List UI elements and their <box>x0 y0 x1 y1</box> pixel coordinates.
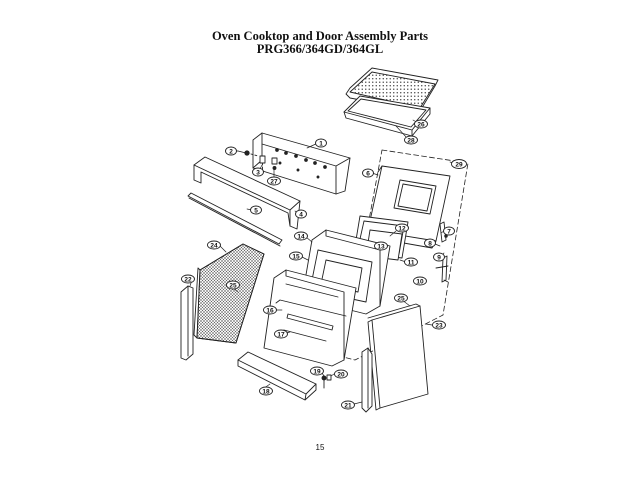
svg-text:25: 25 <box>229 282 237 289</box>
control-panel <box>252 132 351 195</box>
callout-22: 22 <box>181 274 195 284</box>
outer-door-panel <box>263 269 357 367</box>
svg-text:6: 6 <box>366 170 370 177</box>
kick-plate <box>237 351 317 401</box>
callout-27: 27 <box>267 176 281 186</box>
svg-text:29: 29 <box>455 161 463 168</box>
callout-11: 11 <box>404 257 418 267</box>
callout-15: 15 <box>289 251 303 261</box>
svg-text:2: 2 <box>229 148 233 155</box>
callout-2: 2 <box>225 146 237 156</box>
svg-text:24: 24 <box>210 242 218 249</box>
svg-text:19: 19 <box>313 368 321 375</box>
screw-clip <box>321 374 332 389</box>
callout-4: 4 <box>295 209 307 219</box>
svg-text:22: 22 <box>184 276 192 283</box>
callout-3: 3 <box>252 167 264 177</box>
callout-24: 24 <box>207 240 221 250</box>
svg-text:5: 5 <box>254 207 258 214</box>
svg-text:9: 9 <box>437 254 441 261</box>
svg-text:7: 7 <box>447 228 451 235</box>
broiler-pan-assembly <box>343 67 439 137</box>
svg-text:13: 13 <box>377 243 385 250</box>
svg-text:28: 28 <box>407 137 415 144</box>
callout-19: 19 <box>310 366 324 376</box>
diagram-title: Oven Cooktop and Door Assembly Parts <box>211 29 429 43</box>
callout-13: 13 <box>374 241 388 251</box>
svg-text:27: 27 <box>270 178 278 185</box>
callout-25-left: 25 <box>226 280 240 290</box>
callout-10: 10 <box>413 276 427 286</box>
callout-25-right: 25 <box>394 293 408 303</box>
svg-text:18: 18 <box>262 388 270 395</box>
right-trim-strip <box>361 347 373 413</box>
callout-6: 6 <box>362 168 374 178</box>
svg-text:4: 4 <box>299 211 303 218</box>
side-insulation <box>193 243 265 344</box>
callout-26: 26 <box>414 119 428 129</box>
svg-text:12: 12 <box>398 225 406 232</box>
svg-text:17: 17 <box>277 331 285 338</box>
svg-text:15: 15 <box>292 253 300 260</box>
callout-28: 28 <box>404 135 418 145</box>
vent-strip <box>187 192 283 247</box>
callout-9: 9 <box>433 252 445 262</box>
page-number: 15 <box>315 443 325 452</box>
svg-text:14: 14 <box>297 233 305 240</box>
svg-text:21: 21 <box>344 402 352 409</box>
callout-17: 17 <box>274 329 288 339</box>
svg-text:3: 3 <box>256 169 260 176</box>
model-numbers: PRG366/364GD/364GL <box>256 42 384 56</box>
svg-text:20: 20 <box>337 371 345 378</box>
right-side-panel <box>367 303 429 411</box>
callout-labels: 1 2 3 4 5 6 7 8 9 10 11 12 13 14 15 16 1… <box>181 119 467 410</box>
callout-1: 1 <box>315 138 327 148</box>
knob-parts <box>237 150 278 172</box>
callout-14: 14 <box>294 231 308 241</box>
callout-21: 21 <box>341 400 355 410</box>
callout-7: 7 <box>443 226 455 236</box>
svg-text:23: 23 <box>435 322 443 329</box>
left-trim-strip <box>180 285 194 361</box>
svg-text:11: 11 <box>408 259 415 266</box>
callout-23: 23 <box>432 320 446 330</box>
svg-text:26: 26 <box>417 121 425 128</box>
callout-8: 8 <box>424 238 436 248</box>
svg-text:8: 8 <box>428 240 432 247</box>
svg-text:25: 25 <box>397 295 405 302</box>
svg-text:10: 10 <box>416 278 424 285</box>
callout-12: 12 <box>395 223 409 233</box>
callout-29: 29 <box>451 159 467 169</box>
svg-text:1: 1 <box>319 140 323 147</box>
callout-5: 5 <box>250 205 262 215</box>
callout-20: 20 <box>334 369 348 379</box>
top-trim <box>193 156 301 230</box>
callout-16: 16 <box>263 305 277 315</box>
svg-text:16: 16 <box>266 307 274 314</box>
callout-18: 18 <box>259 386 273 396</box>
